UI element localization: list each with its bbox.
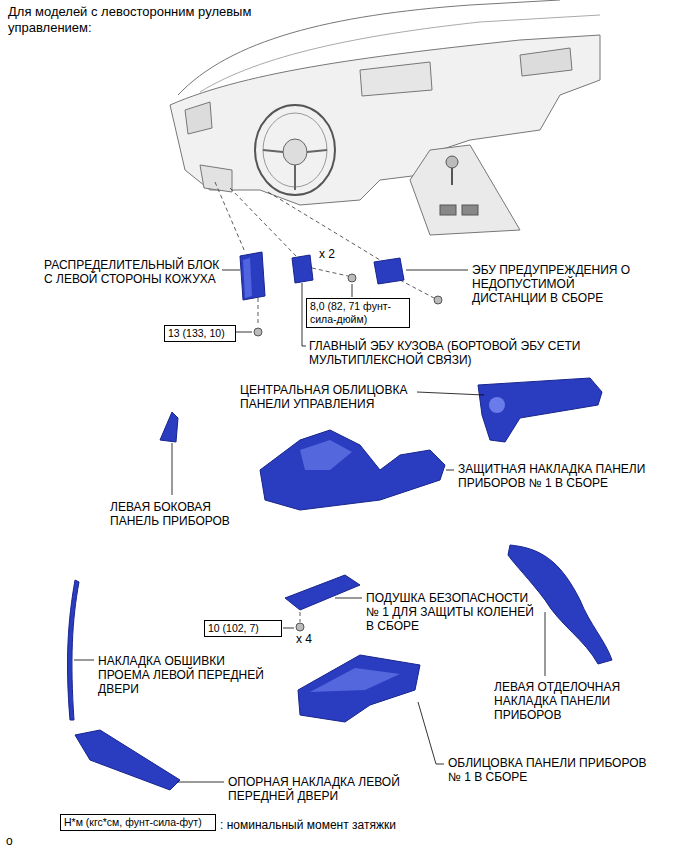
part-name: ОБЛИЦОВКА ПАНЕЛИ ПРИБОРОВ № 1 В СБОРЕ xyxy=(448,756,647,784)
torque-value: 10 (102, 7) xyxy=(208,622,278,635)
part-label: o xyxy=(6,834,26,848)
torque-value: Н*м (кгс*см, фунт-сила-фут) xyxy=(64,816,212,829)
part-name: ОПОРНАЯ НАКЛАДКА ЛЕВОЙ ПЕРЕДНЕЙ ДВЕРИ xyxy=(228,775,400,803)
title-text: Для моделей с левосторонним рулевым упра… xyxy=(8,4,251,35)
part-label: ЛЕВАЯ ОТДЕЛОЧНАЯ НАКЛАДКА ПАНЕЛИ ПРИБОРО… xyxy=(494,680,669,722)
torque-box: 8,0 (82, 71 фунт-сила-дюйм) xyxy=(306,298,410,328)
diagram-title: Для моделей с левосторонним рулевым упра… xyxy=(8,4,308,36)
part-label: ЗАЩИТНАЯ НАКЛАДКА ПАНЕЛИ ПРИБОРОВ № 1 В … xyxy=(458,462,683,490)
part-label: ОБЛИЦОВКА ПАНЕЛИ ПРИБОРОВ № 1 В СБОРЕ xyxy=(448,756,648,784)
part-label: ПОДУШКА БЕЗОПАСНОСТИ № 1 ДЛЯ ЗАЩИТЫ КОЛЕ… xyxy=(366,591,536,633)
part-label: ЦЕНТРАЛЬНАЯ ОБЛИЦОВКА ПАНЕЛИ УПРАВЛЕНИЯ xyxy=(240,383,415,411)
part-name: o xyxy=(6,834,13,848)
torque-value: 13 (133, 10) xyxy=(168,327,232,340)
part-name: : номинальный момент затяжки xyxy=(220,818,396,832)
part-name: ЦЕНТРАЛЬНАЯ ОБЛИЦОВКА ПАНЕЛИ УПРАВЛЕНИЯ xyxy=(240,383,407,411)
part-name: x 2 xyxy=(319,247,335,261)
torque-box: 13 (133, 10) xyxy=(164,325,236,342)
part-label: ЛЕВАЯ БОКОВАЯ ПАНЕЛЬ ПРИБОРОВ xyxy=(110,500,260,528)
part-label: РАСПРЕДЕЛИТЕЛЬНЫЙ БЛОК С ЛЕВОЙ СТОРОНЫ К… xyxy=(44,258,224,286)
part-name: ЛЕВАЯ ОТДЕЛОЧНАЯ НАКЛАДКА ПАНЕЛИ ПРИБОРО… xyxy=(494,680,620,722)
part-label: НАКЛАДКА ОБШИВКИ ПРОЕМА ЛЕВОЙ ПЕРЕДНЕЙ Д… xyxy=(98,654,273,696)
part-label: x 2 xyxy=(319,247,359,261)
part-label: ГЛАВНЫЙ ЭБУ КУЗОВА (БОРТОВОЙ ЭБУ СЕТИ МУ… xyxy=(309,339,609,367)
part-label: ОПОРНАЯ НАКЛАДКА ЛЕВОЙ ПЕРЕДНЕЙ ДВЕРИ xyxy=(228,775,438,803)
part-label: ЭБУ ПРЕДУПРЕЖДЕНИЯ О НЕДОПУСТИМОЙ ДИСТАН… xyxy=(472,263,632,305)
part-name: ГЛАВНЫЙ ЭБУ КУЗОВА (БОРТОВОЙ ЭБУ СЕТИ МУ… xyxy=(309,339,580,367)
part-name: ПОДУШКА БЕЗОПАСНОСТИ № 1 ДЛЯ ЗАЩИТЫ КОЛЕ… xyxy=(366,591,534,633)
part-name: x 4 xyxy=(296,632,312,646)
torque-box: 10 (102, 7) xyxy=(204,620,282,637)
part-name: ЭБУ ПРЕДУПРЕЖДЕНИЯ О НЕДОПУСТИМОЙ ДИСТАН… xyxy=(472,263,630,305)
part-label: x 4 xyxy=(296,632,336,646)
part-name: НАКЛАДКА ОБШИВКИ ПРОЕМА ЛЕВОЙ ПЕРЕДНЕЙ Д… xyxy=(98,654,264,696)
part-name: ЛЕВАЯ БОКОВАЯ ПАНЕЛЬ ПРИБОРОВ xyxy=(110,500,230,528)
dashboard-drawing xyxy=(170,0,600,235)
part-label: : номинальный момент затяжки xyxy=(220,818,440,832)
part-name: РАСПРЕДЕЛИТЕЛЬНЫЙ БЛОК С ЛЕВОЙ СТОРОНЫ К… xyxy=(44,258,219,286)
torque-value: 8,0 (82, 71 фунт-сила-дюйм) xyxy=(310,300,406,326)
part-name: ЗАЩИТНАЯ НАКЛАДКА ПАНЕЛИ ПРИБОРОВ № 1 В … xyxy=(458,462,645,490)
assembly-lines xyxy=(215,182,434,622)
bolts xyxy=(254,274,442,631)
torque-box: Н*м (кгс*см, фунт-сила-фут) xyxy=(60,814,216,831)
